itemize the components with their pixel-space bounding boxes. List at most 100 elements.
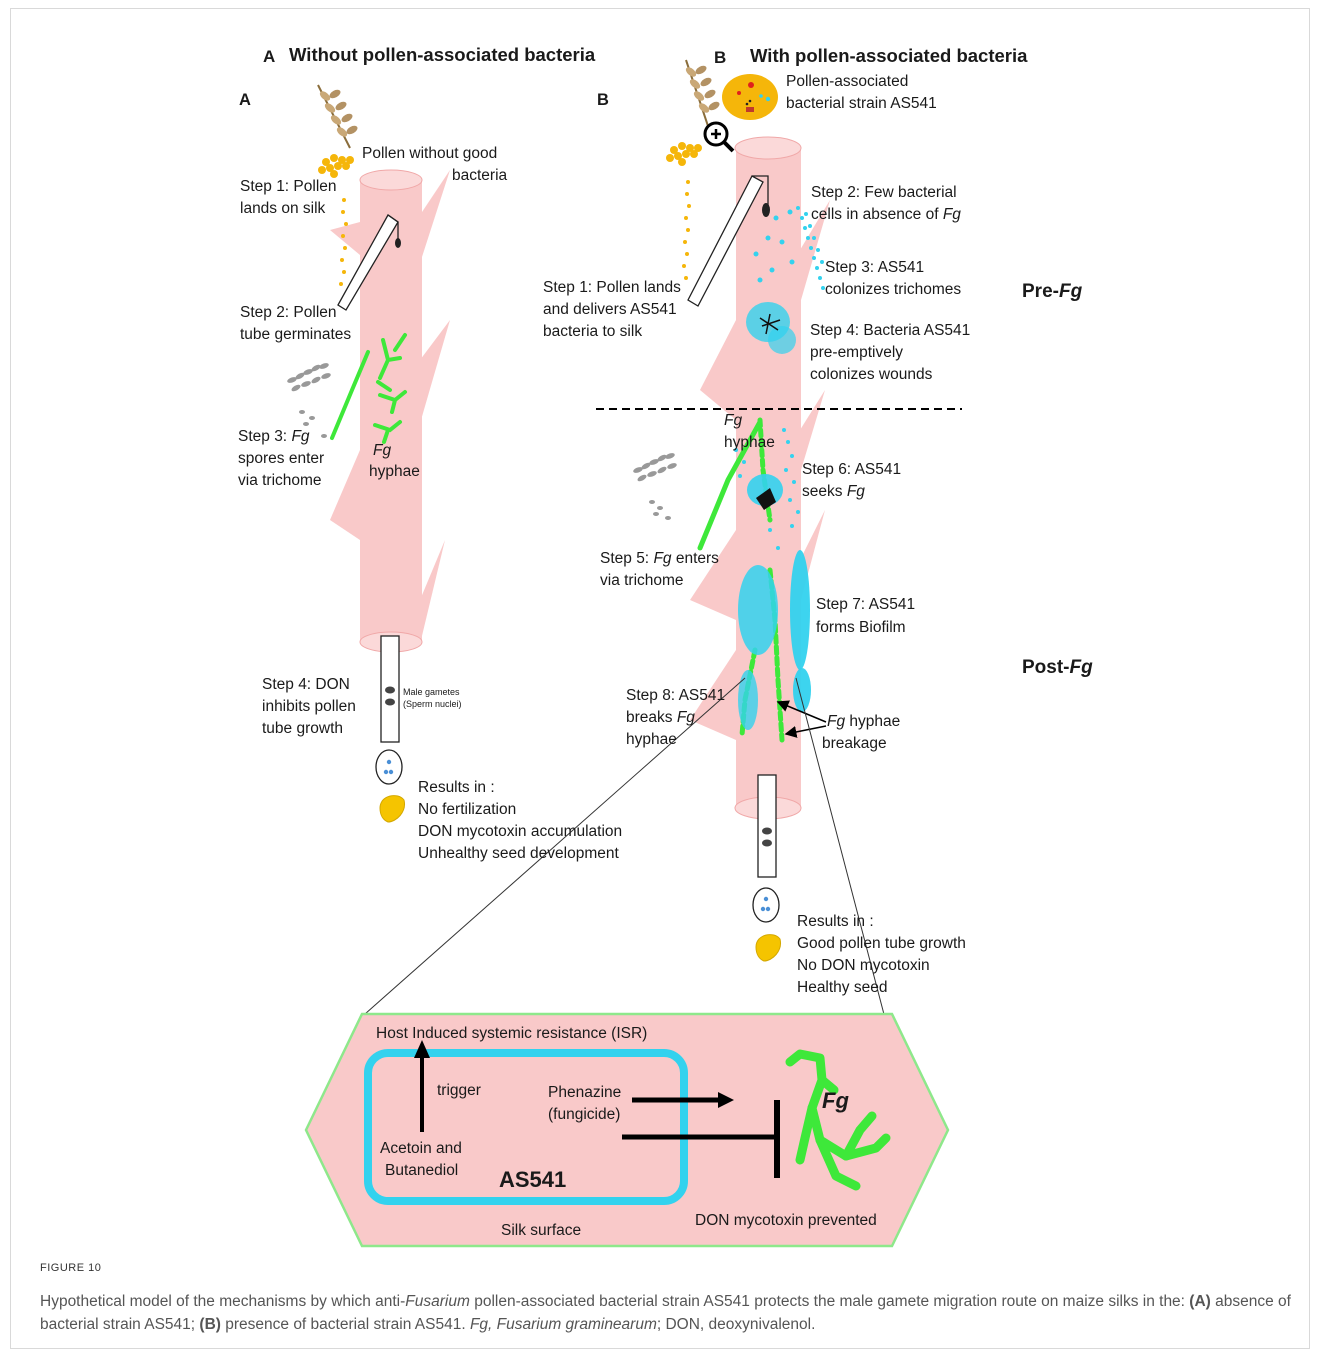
caption-part-6: (B) [199,1316,221,1333]
inset-phenazine-line1: Phenazine [548,1082,621,1104]
post-fg-text: Post- [1022,657,1070,678]
wheat-icon-a [318,85,359,148]
panel-b-step5-fg: Fg [653,550,671,567]
panel-b-step2-text: cells in absence of [811,206,943,223]
panel-b-step6-line1: Step 6: AS541 [802,459,901,481]
panel-a-pollen-label-2: bacteria [452,165,507,187]
panel-b-step8-fg: Fg [677,709,695,726]
panel-b-step7-line1: Step 7: AS541 [816,594,915,616]
caption-part-9: ; DON, deoxynivalenol. [657,1316,816,1333]
panel-a-step2-line1: Step 2: Pollen [240,302,337,324]
panel-b-results-2: No DON mycotoxin [797,955,930,977]
panel-b-step5-line2: via trichome [600,570,684,592]
inset-don-label: DON mycotoxin prevented [695,1210,877,1232]
pre-fg-label: Pre-Fg [1022,281,1082,303]
figure-label: FIGURE 10 [40,1262,101,1274]
panel-b-strain-line2: bacterial strain AS541 [786,93,937,115]
pollen-bacteria-icon [722,74,778,120]
panel-b-step3-line1: Step 3: AS541 [825,257,924,279]
panel-a-step3-text: Step 3: [238,428,291,445]
panel-b-strain-line1: Pollen-associated [786,71,908,93]
panel-a-results-2: DON mycotoxin accumulation [418,821,622,843]
panel-b-step4-line3: colonizes wounds [810,364,932,386]
panel-a-results-3: Unhealthy seed development [418,843,619,865]
inset-isr-label: Host Induced systemic resistance (ISR) [376,1023,647,1045]
panel-a-step4-line1: Step 4: DON [262,674,350,696]
panel-b-step4-line1: Step 4: Bacteria AS541 [810,320,970,342]
pollen-grains-b [666,142,702,280]
panel-a-step1-line2: lands on silk [240,198,325,220]
panel-b-breakage-text: hyphae [845,713,900,730]
panel-b-fg-label: Fg [724,410,742,432]
panel-b-step1-line1: Step 1: Pollen lands [543,277,681,299]
panel-a-heading: Without pollen-associated bacteria [289,44,595,66]
inset-fg-label: Fg [822,1088,849,1114]
panel-a-results-1: No fertilization [418,799,516,821]
panel-b-step8-line3: hyphae [626,729,677,751]
panel-b-step1-line3: bacteria to silk [543,321,642,343]
panel-b-step6-text: seeks [802,483,847,500]
panel-b-heading-letter: B [714,47,726,69]
panel-b-step1-line2: and delivers AS541 [543,299,677,321]
panel-b-breakage-line1: Fg hyphae [827,711,900,733]
panel-a-step4-line3: tube growth [262,718,343,740]
panel-b-heading: With pollen-associated bacteria [750,45,1027,67]
panel-b-results-title: Results in : [797,911,874,933]
panel-a-step2-line2: tube germinates [240,324,351,346]
panel-b-hyphae-label: hyphae [724,432,775,454]
panel-a-step3-line1: Step 3: Fg [238,426,310,448]
inset-strain-label: AS541 [499,1167,566,1193]
pre-fg-italic: Fg [1059,281,1082,302]
silk-a [330,170,450,652]
caption-part-4: (A) [1189,1293,1211,1310]
caption-part-3: pollen-associated bacterial strain AS541… [470,1293,1189,1310]
inset-silk-label: Silk surface [501,1220,581,1242]
panel-a-fg-label: Fg [373,440,391,462]
panel-b-letter: B [597,89,609,111]
panel-b-breakage-fg: Fg [827,713,845,730]
caption-part-7: presence of bacterial strain AS541. [221,1316,470,1333]
post-fg-label: Post-Fg [1022,657,1093,679]
pollen-grains-a [318,154,354,286]
post-fg-italic: Fg [1070,657,1093,678]
panel-b-step3-line2: colonizes trichomes [825,279,961,301]
panel-b-step6-fg: Fg [847,483,865,500]
seed-icon-b [756,935,781,961]
panel-b-step4-line2: pre-emptively [810,342,903,364]
inset-acetoin-line1: Acetoin and [380,1138,462,1160]
figure-caption: Hypothetical model of the mechanisms by … [40,1290,1302,1336]
pollen-tube-a [376,636,402,784]
panel-b-step2-line1: Step 2: Few bacterial [811,182,957,204]
pre-fg-text: Pre- [1022,281,1059,302]
seed-icon-a [380,796,405,822]
panel-b-results-3: Healthy seed [797,977,887,999]
panel-a-step3-line2: spores enter [238,448,324,470]
panel-b-step5-text-c: enters [672,550,719,567]
panel-a-letter: A [239,89,251,111]
panel-b-breakage-line2: breakage [822,733,887,755]
magnifier-icon [705,123,733,151]
panel-b-step8-line1: Step 8: AS541 [626,685,725,707]
panel-b-step8-line2: breaks Fg [626,707,695,729]
caption-part-1: Hypothetical model of the mechanisms by … [40,1293,405,1310]
panel-a-gametes-line2: (Sperm nuclei) [403,699,462,710]
panel-a-step3-line3: via trichome [238,470,322,492]
inset-trigger-label: trigger [437,1080,481,1102]
spores-b [632,452,677,520]
wheat-icon-b [684,60,721,132]
panel-b-step5-line1: Step 5: Fg enters [600,548,719,570]
panel-a-step3-fg: Fg [291,428,309,445]
panel-a-hyphae-label: hyphae [369,461,420,483]
panel-b-step6-line2: seeks Fg [802,481,865,503]
panel-b-results-1: Good pollen tube growth [797,933,966,955]
caption-part-2: Fusarium [405,1293,470,1310]
inset-phenazine-line2: (fungicide) [548,1104,620,1126]
inset-acetoin-line2: Butanediol [385,1160,458,1182]
panel-a-step1-line1: Step 1: Pollen [240,176,337,198]
caption-part-8: Fg, Fusarium graminearum [470,1316,657,1333]
panel-a-heading-letter: A [263,46,275,68]
panel-b-step7-line2: forms Biofilm [816,617,906,639]
panel-a-gametes-line1: Male gametes [403,687,460,698]
panel-b-step2-line2: cells in absence of Fg [811,204,961,226]
panel-b-step5-text-a: Step 5: [600,550,653,567]
